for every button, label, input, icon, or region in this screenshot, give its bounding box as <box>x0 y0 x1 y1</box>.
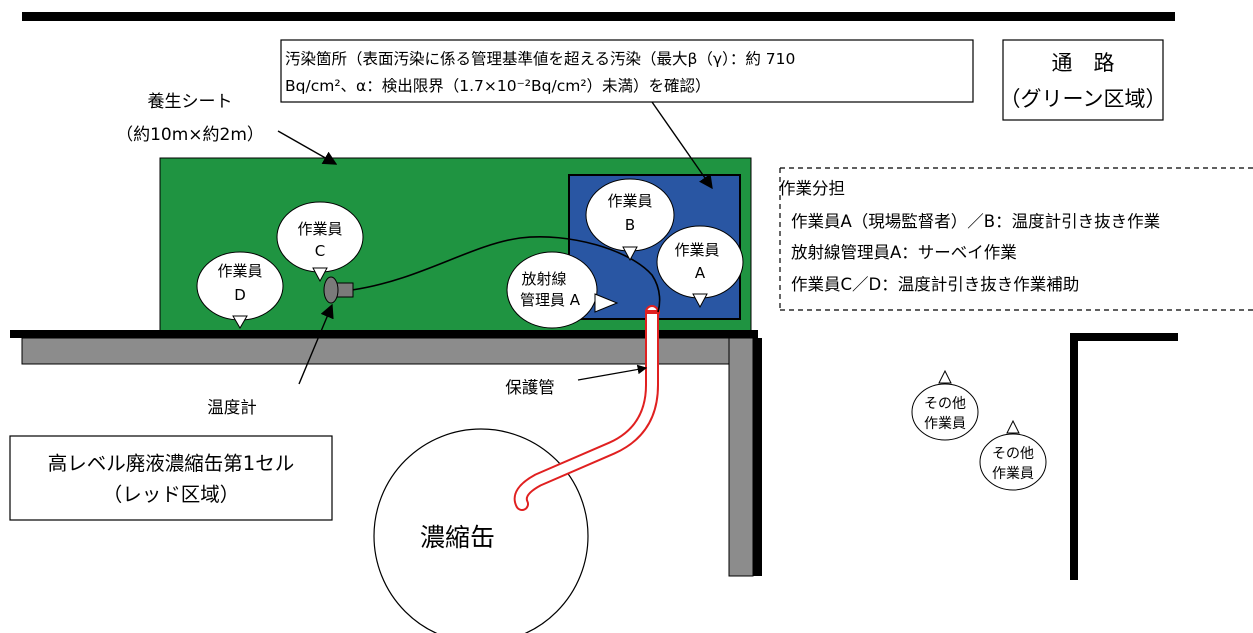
thermometer-arrow <box>298 303 334 385</box>
svg-text:C: C <box>315 242 325 260</box>
contamination-arrow <box>651 101 713 190</box>
wall-vertical <box>728 337 754 577</box>
corridor-zone: （グリーン区域） <box>1000 87 1167 111</box>
work-assignment-item-1: 作業員A（現場監督者）／B：温度計引き抜き作業 <box>791 212 1160 231</box>
thermometer <box>323 276 339 304</box>
svg-text:その他: その他 <box>992 446 1034 462</box>
curing-sheet-arrow <box>277 130 338 165</box>
worker-c: 作業員 C <box>276 201 364 283</box>
other-worker-2: その他 作業員 <box>979 419 1047 491</box>
protective-tube-arrow <box>577 364 648 381</box>
protective-tube-label: 保護管 <box>505 378 555 397</box>
svg-text:作業員: 作業員 <box>607 192 652 210</box>
svg-text:作業員: 作業員 <box>297 220 342 238</box>
wall-top <box>21 337 753 365</box>
svg-text:管理員 A: 管理員 A <box>520 291 581 309</box>
evaporator-label: 濃縮缶 <box>420 523 495 552</box>
svg-text:A: A <box>695 264 706 282</box>
corridor-label: 通 路 <box>1052 51 1115 75</box>
worker-b: 作業員 B <box>585 178 675 262</box>
cell-label: 高レベル廃液濃縮缶第1セル <box>48 452 294 475</box>
wall-black-line <box>10 330 758 338</box>
work-assignment-box <box>779 167 1253 311</box>
cell-label-box <box>9 435 333 521</box>
worker-a: 作業員 A <box>656 225 744 309</box>
top-boundary-bar <box>22 12 1175 21</box>
cell-zone: （レッド区域） <box>103 483 240 506</box>
thermometer-connector <box>335 282 354 298</box>
other-worker-1: その他 作業員 <box>911 369 979 441</box>
svg-text:作業員: 作業員 <box>217 262 262 280</box>
contamination-note-box <box>280 39 974 103</box>
svg-text:D: D <box>234 286 246 304</box>
svg-text:B: B <box>625 216 635 234</box>
work-assignment-item-2: 放射線管理員A：サーベイ作業 <box>791 243 1017 262</box>
work-assignment-title: 作業分担 <box>779 179 845 198</box>
curing-sheet-label: 養生シート <box>148 92 233 112</box>
svg-text:放射線: 放射線 <box>521 270 566 288</box>
thermometer-label: 温度計 <box>207 398 257 417</box>
contamination-note-line2: Bq/cm²、α：検出限界（1.7×10⁻²Bq/cm²）未満）を確認） <box>285 77 711 95</box>
corridor-wall-side <box>1070 333 1078 580</box>
corridor-wall-top <box>1070 333 1178 341</box>
svg-text:作業員: 作業員 <box>924 416 966 432</box>
work-assignment-item-3: 作業員C／D：温度計引き抜き作業補助 <box>791 275 1079 294</box>
curing-sheet-size: （約10m×約2m） <box>116 125 264 145</box>
svg-text:作業員: 作業員 <box>992 466 1034 482</box>
radiation-officer: 放射線 管理員 A <box>506 251 619 329</box>
svg-text:作業員: 作業員 <box>674 241 719 259</box>
worker-d: 作業員 D <box>196 251 284 329</box>
wall-vertical-edge <box>753 338 762 576</box>
corridor-box <box>1002 39 1164 121</box>
thermometer-cable <box>351 236 661 313</box>
contamination-note-line1: 汚染箇所（表面汚染に係る管理基準値を超える汚染（最大β（γ）：約 710 <box>285 50 795 68</box>
svg-text:その他: その他 <box>924 396 966 412</box>
